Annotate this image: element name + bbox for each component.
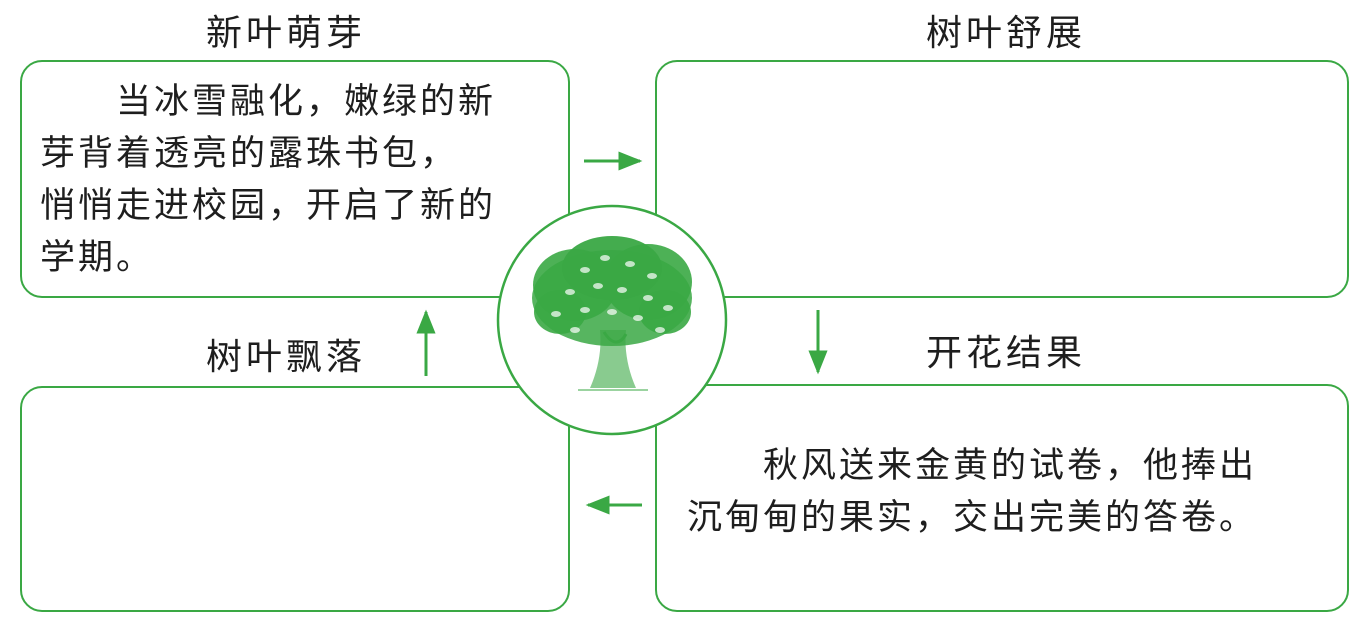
autumn-text-line: 秋风送来金黄的试卷，他捧出 [687, 446, 1258, 486]
title-spring: 新叶萌芽 [206, 13, 367, 54]
box-summer [655, 60, 1349, 298]
spring-text-line: 学期。 [40, 238, 155, 278]
autumn-text: 秋风送来金黄的试卷，他捧出 沉甸甸的果实，交出完美的答卷。 [687, 440, 1337, 544]
title-summer: 树叶舒展 [926, 13, 1087, 54]
box-spring: 当冰雪融化，嫩绿的新 芽背着透亮的露珠书包， 悄悄走进校园，开启了新的 学期。 [20, 60, 570, 298]
box-winter [20, 386, 570, 612]
box-autumn: 秋风送来金黄的试卷，他捧出 沉甸甸的果实，交出完美的答卷。 [655, 384, 1349, 612]
tree-icon [532, 236, 692, 391]
autumn-text-line: 沉甸甸的果实，交出完美的答卷。 [687, 498, 1258, 538]
title-autumn: 开花结果 [926, 333, 1087, 374]
spring-text-line: 芽背着透亮的露珠书包， [40, 134, 459, 174]
spring-text: 当冰雪融化，嫩绿的新 芽背着透亮的露珠书包， 悄悄走进校园，开启了新的 学期。 [40, 76, 540, 284]
spring-text-line: 当冰雪融化，嫩绿的新 [40, 82, 497, 122]
title-winter: 树叶飘落 [206, 337, 367, 378]
spring-text-line: 悄悄走进校园，开启了新的 [40, 186, 497, 226]
